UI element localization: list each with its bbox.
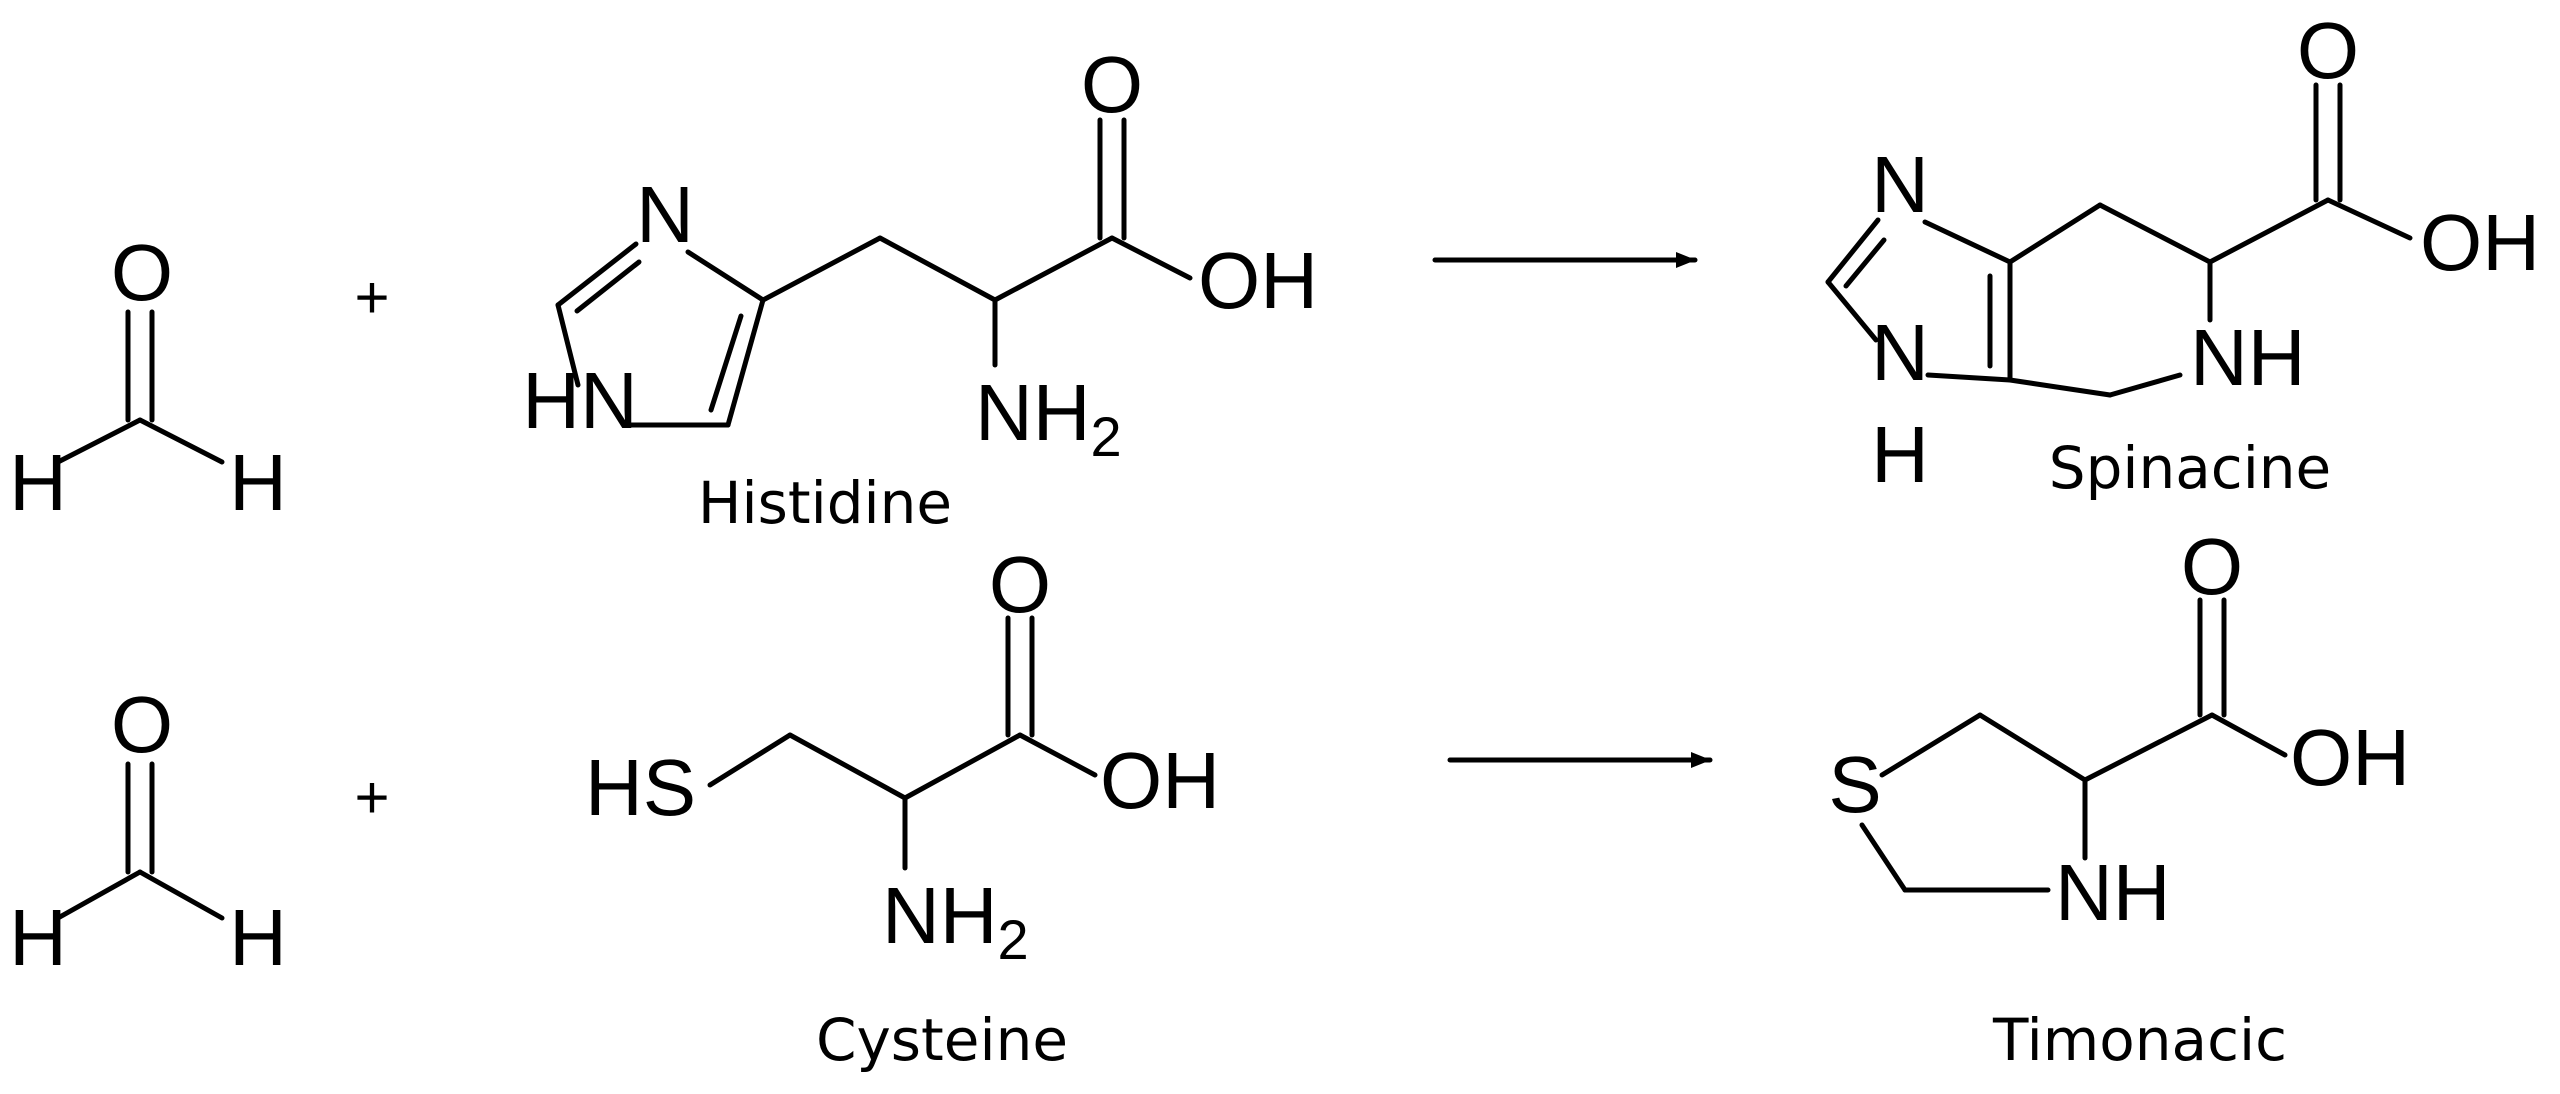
atom-oh: OH: [1100, 736, 1220, 825]
label-timonacic: Timonacic: [1992, 1006, 2287, 1074]
bond-ca-cc: [992, 235, 1115, 303]
atom-o: O: [2181, 522, 2243, 611]
atom-hn: HN: [522, 356, 638, 445]
bond-c-oh: [1109, 235, 1193, 281]
bond-ch-right: [137, 869, 225, 921]
cysteine-molecule: HS O OH NH2: [585, 540, 1220, 971]
atom-n-ring: N: [1871, 308, 1929, 397]
bond-c4-c5: [725, 297, 766, 428]
atom-o: O: [111, 228, 173, 317]
bond-cb-ca: [787, 732, 908, 801]
atom-nh: NH: [2055, 848, 2171, 937]
bond-n-c3a: [1922, 219, 2013, 265]
bond-c2-n: [555, 241, 639, 308]
bond-c-oh: [2209, 712, 2288, 758]
bond-c2-n: [1825, 217, 1881, 285]
atom-oh: OH: [2420, 198, 2540, 287]
label-cysteine: Cysteine: [816, 1006, 1068, 1074]
atom-h-right: H: [229, 438, 287, 527]
atom-s: S: [1828, 740, 1881, 829]
atom-nh2: NH2: [882, 871, 1029, 971]
atom-nh2: NH2: [975, 368, 1122, 468]
bond-c2-n-inner: [574, 259, 642, 314]
label-spinacine: Spinacine: [2049, 434, 2332, 502]
bond-c2-s: [1859, 822, 1908, 893]
atom-nh: NH: [2190, 313, 2306, 402]
atom-o: O: [989, 540, 1051, 629]
atom-hs: HS: [585, 743, 696, 832]
bond-c5-c4: [1977, 712, 2088, 783]
bond-c4-c5-inner: [708, 313, 744, 413]
timonacic-molecule: S NH O OH: [1828, 522, 2410, 937]
bond-ch-left: [55, 417, 143, 465]
histidine-molecule: N HN O OH NH2: [522, 40, 1318, 468]
bond-n-c4: [685, 249, 766, 303]
bond-nh-c2: [1825, 279, 1879, 343]
bond-nh-c2: [555, 302, 581, 388]
bond-c4-cb: [760, 235, 883, 303]
atom-o: O: [1081, 40, 1143, 129]
bond-c7a-nh: [1925, 372, 2013, 383]
atom-n: N: [636, 170, 694, 259]
bond-ch-left: [55, 869, 143, 921]
plus-sign-2: +: [354, 764, 389, 831]
bond-c7-c7a: [2007, 377, 2113, 398]
formaldehyde-molecule-2: O H H: [9, 680, 287, 982]
plus-sign-1: +: [354, 264, 389, 331]
atom-o: O: [111, 680, 173, 769]
atom-h-right: H: [229, 893, 287, 982]
formaldehyde-molecule-1: O H H: [9, 228, 287, 527]
spinacine-molecule: N N H NH O OH: [1825, 6, 2540, 499]
bond-c4-cc: [2082, 712, 2215, 783]
atom-oh: OH: [1198, 236, 1318, 325]
bond-c3a-c4: [2007, 202, 2103, 265]
bond-c-oh: [1017, 732, 1098, 778]
atom-h: H: [1871, 410, 1929, 499]
bond-c5-cc: [2207, 197, 2331, 265]
bond-nh-c7: [2107, 372, 2183, 398]
bond-c2-n-inner: [1843, 237, 1887, 289]
bond-s-c5: [1879, 712, 1983, 778]
bond-c4-c5: [2097, 202, 2213, 265]
atom-h-left: H: [9, 893, 67, 982]
atom-o: O: [2297, 6, 2359, 95]
atom-oh: OH: [2290, 713, 2410, 802]
label-histidine: Histidine: [698, 469, 952, 537]
bond-s-cb: [707, 732, 793, 788]
atom-h-left: H: [9, 438, 67, 527]
bond-ca-cc: [902, 732, 1023, 801]
bond-c-oh: [2325, 197, 2413, 241]
bond-ch-right: [137, 417, 225, 465]
bond-cb-ca: [877, 235, 998, 303]
atom-n: N: [1871, 140, 1929, 229]
